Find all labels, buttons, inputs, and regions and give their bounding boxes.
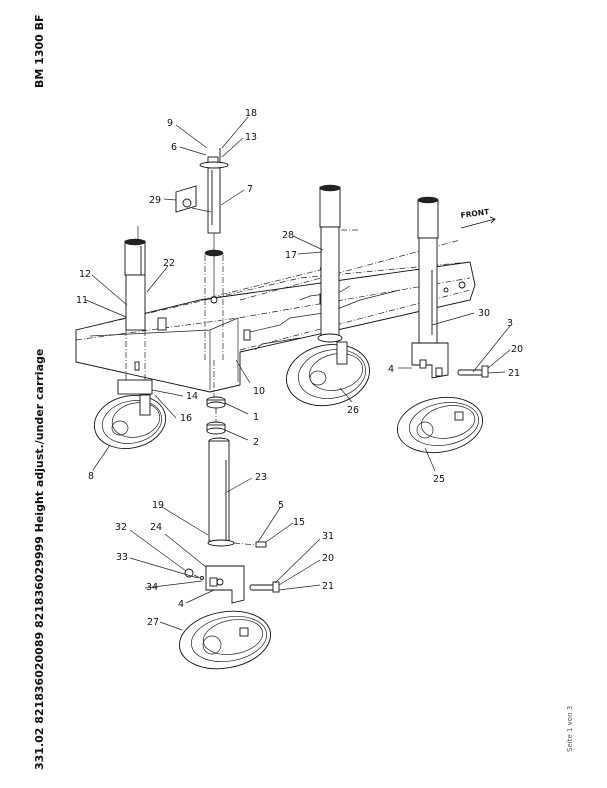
callout-20b: 20	[322, 553, 334, 564]
callout-27: 27	[147, 617, 159, 628]
callout-26: 26	[347, 405, 359, 416]
callout-5: 5	[278, 500, 284, 511]
exploded-lower-column	[184, 396, 280, 604]
callout-28: 28	[282, 230, 294, 241]
callout-1: 1	[253, 412, 259, 423]
callout-13: 13	[245, 132, 257, 143]
front-direction-indicator: FRONT	[460, 207, 496, 229]
callout-6: 6	[171, 142, 177, 153]
callout-labels: 9 18 13 6 7 29 28 17 22 12 11 30 3 20 21…	[76, 108, 523, 628]
callout-17: 17	[285, 250, 297, 261]
callout-3: 3	[507, 318, 513, 329]
wheel-25	[396, 396, 484, 454]
callout-20a: 20	[511, 344, 523, 355]
wheel-8	[93, 394, 167, 449]
callout-9: 9	[167, 118, 173, 129]
column-left	[117, 226, 153, 395]
callout-8: 8	[88, 471, 94, 482]
callout-14: 14	[186, 391, 198, 402]
column-center	[175, 148, 229, 400]
callout-33: 33	[116, 552, 128, 563]
front-label: FRONT	[460, 207, 491, 220]
leader-lines	[85, 116, 511, 631]
callout-18: 18	[245, 108, 257, 119]
callout-15: 15	[293, 517, 305, 528]
callout-19: 19	[152, 500, 164, 511]
wheel-27	[178, 610, 272, 670]
callout-24: 24	[150, 522, 162, 533]
callout-31: 31	[322, 531, 334, 542]
callout-25: 25	[433, 474, 445, 485]
callout-16: 16	[180, 413, 192, 424]
callout-10: 10	[253, 386, 265, 397]
callout-11: 11	[76, 295, 88, 306]
callout-4b: 4	[178, 599, 184, 610]
callout-22: 22	[163, 258, 175, 269]
column-right-middle	[317, 184, 343, 343]
callout-4a: 4	[388, 364, 394, 375]
callout-2: 2	[253, 437, 259, 448]
callout-12: 12	[79, 269, 91, 280]
column-right	[411, 196, 489, 379]
callout-21b: 21	[322, 581, 334, 592]
callout-21a: 21	[508, 368, 520, 379]
callout-30: 30	[478, 308, 490, 319]
callout-32: 32	[115, 522, 127, 533]
callout-29: 29	[149, 195, 161, 206]
callout-23: 23	[255, 472, 267, 483]
wheel-26	[285, 341, 371, 407]
callout-7: 7	[247, 184, 253, 195]
callout-34: 34	[146, 582, 158, 593]
